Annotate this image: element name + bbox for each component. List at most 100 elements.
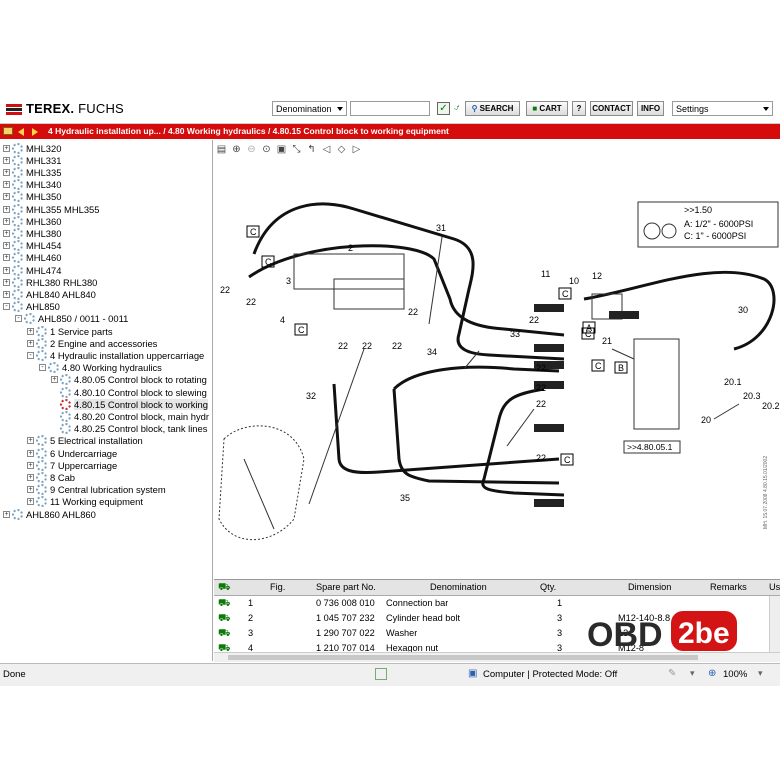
tree-node-label[interactable]: 6 Undercarriage (50, 447, 118, 459)
tree-node-label[interactable]: 4.80 Working hydraulics (62, 362, 162, 374)
tree-node[interactable]: -AHL850 (3, 301, 60, 313)
tree-node[interactable]: + MHL355 MHL355 (3, 203, 99, 215)
expand-icon[interactable]: + (27, 461, 34, 469)
filter-icon[interactable]: ⍻ (453, 102, 460, 113)
expand-icon[interactable]: + (3, 229, 10, 237)
search-button[interactable]: ⚲ SEARCH (465, 101, 520, 116)
tree-node-label[interactable]: MHL454 (26, 240, 62, 252)
diagram-callout[interactable]: C (265, 257, 272, 267)
tree-node-label[interactable]: RHL380 RHL380 (26, 276, 98, 288)
tree-node-label[interactable]: 4.80.05 Control block to rotating (74, 374, 207, 386)
chevron-down-icon[interactable]: ▾ (690, 668, 695, 678)
tree-node-label[interactable]: MHL350 (26, 191, 62, 203)
cart-icon[interactable]: ⛟ (218, 628, 231, 639)
reference-link[interactable]: >>4.80.05.1 (627, 442, 673, 452)
protected-mode-icon[interactable]: ✎ (668, 668, 677, 679)
collapse-icon[interactable]: - (39, 364, 46, 372)
tree-node-label[interactable]: AHL850 (26, 301, 60, 313)
tree-node-label[interactable]: MHL460 (26, 252, 62, 264)
tree-node[interactable]: -AHL850 / 0011 - 0011 (15, 313, 128, 325)
tree-node-label[interactable]: MHL355 MHL355 (26, 203, 100, 215)
expand-icon[interactable]: + (3, 266, 10, 274)
tree-node[interactable]: +2 Engine and accessories (27, 337, 157, 349)
diagram-callout[interactable]: 20.2 (762, 401, 780, 411)
diagram-callout[interactable]: B (618, 363, 624, 373)
tree-node[interactable]: +1 Service parts (27, 325, 113, 337)
cart-icon[interactable]: ⛟ (218, 582, 231, 593)
diagram-callout[interactable]: 22 (536, 383, 546, 393)
diagram-callout[interactable]: 32 (306, 391, 316, 401)
tree-node[interactable]: - 4.80 Working hydraulics (39, 362, 162, 374)
tree-node[interactable]: +9 Central lubrication system (27, 484, 166, 496)
tree-node[interactable]: + MHL331 (3, 154, 61, 166)
cart-button[interactable]: ■ CART (526, 101, 568, 116)
diagram-callout[interactable]: 12 (592, 271, 602, 281)
diagram-callout[interactable]: 22 (362, 341, 372, 351)
tree-node[interactable]: +MHL340 (3, 179, 61, 191)
tree-node-label[interactable]: 7 Uppercarriage (50, 459, 118, 471)
tree-node[interactable]: +5 Electrical installation (27, 435, 143, 447)
tree-node[interactable]: 4.80.25 Control block, tank lines (51, 423, 207, 435)
expand-icon[interactable]: + (3, 278, 10, 286)
tree-node[interactable]: +MHL460 (3, 252, 61, 264)
tree-node-label[interactable]: 4.80.20 Control block, main hydr (74, 410, 209, 422)
col-denomination[interactable]: Denomination (430, 582, 487, 592)
tree-node-label[interactable]: 1 Service parts (50, 325, 113, 337)
expand-icon[interactable]: + (27, 327, 34, 335)
zoom-icon[interactable]: ⊕ (708, 668, 717, 679)
tree-node-label[interactable]: MHL320 (26, 142, 62, 154)
cart-icon[interactable]: ⛟ (218, 643, 231, 654)
diagram-callout[interactable]: 22 (408, 307, 418, 317)
chevron-down-icon[interactable]: ▾ (758, 668, 763, 678)
tree-node-label[interactable]: MHL331 (26, 154, 62, 166)
tree-node-label[interactable]: 5 Electrical installation (50, 435, 143, 447)
tree-node[interactable]: + RHL380 RHL380 (3, 276, 97, 288)
diagram-callout[interactable]: A (586, 323, 592, 333)
col-fig[interactable]: Fig. (270, 582, 286, 592)
note-box-ref[interactable]: >>1.50 (684, 205, 712, 215)
expand-icon[interactable]: + (3, 156, 10, 164)
expand-icon[interactable]: + (3, 510, 10, 518)
tree-node-label[interactable]: 11 Working equipment (50, 496, 143, 508)
diagram-callout[interactable]: 31 (436, 223, 446, 233)
help-button[interactable]: ? (572, 101, 586, 116)
diagram-callout[interactable]: 33 (510, 329, 520, 339)
diagram-callout[interactable]: 30 (738, 305, 748, 315)
tree-node-label[interactable]: AHL850 / 0011 - 0011 (38, 313, 129, 325)
expand-icon[interactable]: + (27, 486, 34, 494)
diagram-callout[interactable]: 22 (536, 453, 546, 463)
tree-node-label[interactable]: MHL335 (26, 166, 62, 178)
tree-node-label[interactable]: 9 Central lubrication system (50, 484, 166, 496)
col-qty[interactable]: Qty. (540, 582, 557, 592)
collapse-icon[interactable]: - (27, 351, 34, 359)
tree-node[interactable]: 4.80.20 Control block, main hydr (51, 410, 209, 422)
diagram-callout[interactable]: 35 (400, 493, 410, 503)
denomination-select[interactable]: Denomination (272, 101, 347, 116)
expand-icon[interactable]: + (27, 498, 34, 506)
pan-left-icon[interactable]: ↰ (307, 144, 316, 155)
tree-node-label[interactable]: MHL474 (26, 264, 62, 276)
cart-icon[interactable]: ⛟ (218, 598, 231, 609)
table-horizontal-scrollbar[interactable] (214, 652, 780, 662)
tree-node[interactable]: +11 Working equipment (27, 496, 143, 508)
checkbox-icon[interactable]: ✓ (437, 102, 450, 115)
expand-icon[interactable]: + (3, 217, 10, 225)
next-icon[interactable]: ▷ (352, 144, 361, 155)
diagram-callout[interactable]: 22 (536, 363, 546, 373)
tree-node-label[interactable]: 4.80.25 Control block, tank lines (74, 423, 208, 435)
expand-icon[interactable]: + (27, 449, 34, 457)
diagram-callout[interactable]: 22 (536, 399, 546, 409)
col-remarks[interactable]: Remarks (710, 582, 747, 592)
zoom-out-icon[interactable]: ⊖ (247, 144, 256, 155)
diagram-callout[interactable]: C (585, 329, 592, 339)
expand-icon[interactable]: + (3, 205, 10, 213)
hotspot-icon[interactable]: ◇ (337, 144, 346, 155)
table-vertical-scrollbar[interactable] (769, 596, 780, 652)
expand-icon[interactable]: + (51, 376, 58, 384)
tree-node-label[interactable]: 4 Hydraulic installation uppercarriage (50, 349, 205, 361)
tree-node[interactable]: + MHL474 (3, 264, 61, 276)
breadcrumb[interactable]: 4 Hydraulic installation up... / 4.80 Wo… (48, 126, 449, 136)
expand-icon[interactable]: + (3, 242, 10, 250)
